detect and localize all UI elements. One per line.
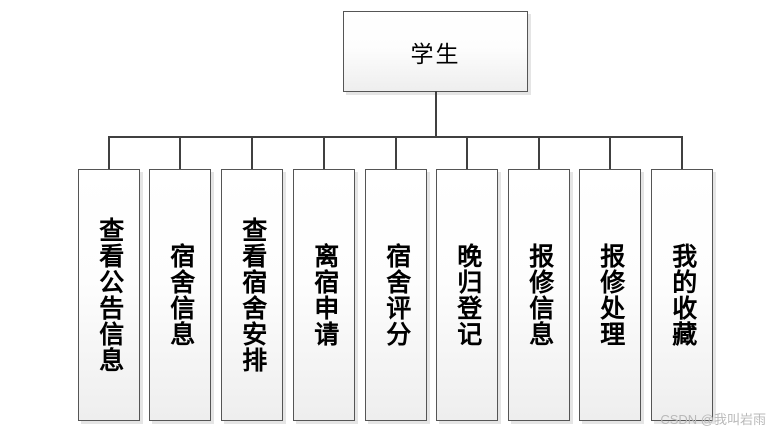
connector-drop-2 [179,136,181,170]
node-view-dorm-arrangement[interactable]: 查看宿舍安排 [221,169,283,421]
connector-drop-3 [251,136,253,170]
node-label: 宿舍评分 [382,243,411,347]
connector-drop-6 [466,136,468,170]
connector-drop-5 [395,136,397,170]
connector-drop-7 [538,136,540,170]
node-label: 我的收藏 [668,243,697,347]
node-label: 查看公告信息 [95,217,124,373]
node-my-favorites[interactable]: 我的收藏 [651,169,713,421]
connector-drop-1 [108,136,110,170]
connector-drop-4 [323,136,325,170]
connector-root-stem [435,91,437,138]
node-dorm-info[interactable]: 宿舍信息 [149,169,211,421]
node-leave-dorm-application[interactable]: 离宿申请 [293,169,355,421]
node-late-return-registration[interactable]: 晚归登记 [436,169,498,421]
node-label: 报修信息 [525,243,554,347]
watermark-text: CSDN @我叫岩雨 [660,412,766,427]
node-view-announcement-info[interactable]: 查看公告信息 [78,169,140,421]
node-root-student[interactable]: 学生 [343,11,528,92]
node-repair-processing[interactable]: 报修处理 [579,169,641,421]
connector-drop-9 [681,136,683,170]
node-label: 宿舍信息 [166,243,195,347]
node-label: 报修处理 [596,243,625,347]
connector-drop-8 [609,136,611,170]
node-label: 查看宿舍安排 [238,217,267,373]
node-dorm-rating[interactable]: 宿舍评分 [365,169,427,421]
node-label: 离宿申请 [310,243,339,347]
node-root-label: 学生 [410,40,461,67]
node-label: 晚归登记 [453,243,482,347]
node-repair-info[interactable]: 报修信息 [508,169,570,421]
